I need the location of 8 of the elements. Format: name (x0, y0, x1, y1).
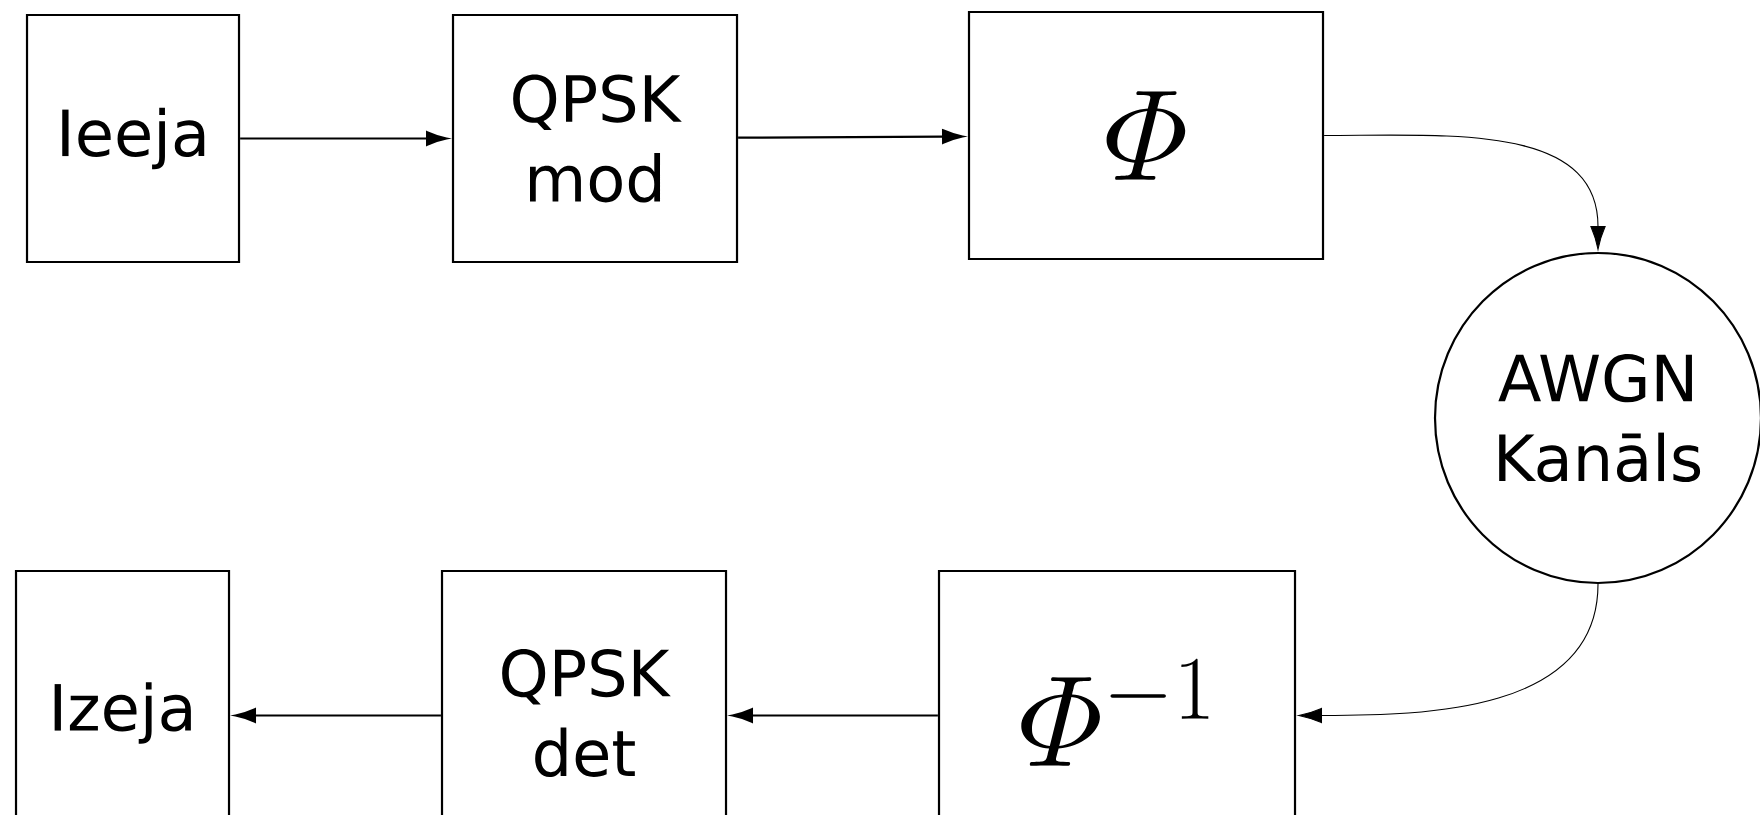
process-box: Ieeja (25, 13, 241, 264)
process-box: $\varPhi$ (967, 10, 1325, 261)
process-box: QPSK mod (451, 13, 739, 264)
process-box: $\varPhi^{-1}$ (937, 569, 1297, 815)
arrow (1323, 134, 1606, 250)
process-box: Izeja (14, 569, 231, 815)
arrow (1298, 583, 1599, 724)
process-box: QPSK det (440, 569, 728, 815)
